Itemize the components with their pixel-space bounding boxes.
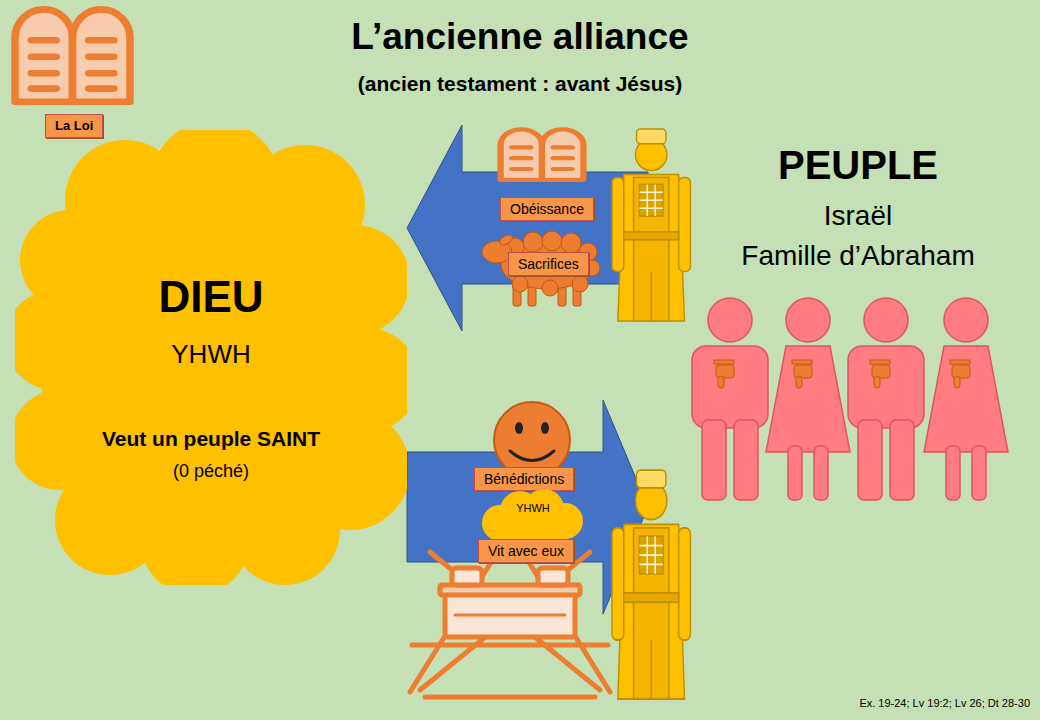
woman-figure (924, 298, 1008, 500)
law-label: La Loi (45, 114, 103, 138)
label-box: Bénédictions (474, 467, 574, 491)
cloud-text: (0 péché) (15, 461, 407, 482)
box-text: Vit avec eux (488, 542, 564, 560)
god-cloud: DIEU YHWH Veut un peuple SAINT (0 péché) (15, 130, 407, 585)
label-box: Vit avec eux (478, 539, 574, 563)
cloud-text: YHWH (15, 340, 407, 370)
box-text: Obéissance (510, 200, 584, 218)
man-figure (692, 298, 768, 500)
label-box: Sacrifices (508, 252, 589, 276)
priest-figure (612, 470, 690, 699)
woman-figure (766, 298, 850, 500)
man-figure (848, 298, 924, 500)
ark-icon (410, 548, 610, 697)
thumbs-down-icons (714, 360, 970, 388)
sheep-icon (482, 231, 600, 306)
block-arrow (407, 125, 648, 331)
people-region: PEUPLE IsraëlFamille d’Abraham (648, 120, 1040, 640)
box-text: Bénédictions (484, 470, 564, 488)
label-box: Obéissance (500, 197, 594, 221)
title: L’ancienne alliance (0, 16, 1040, 58)
cloud-text: DIEU (15, 272, 407, 323)
subtitle: (ancien testament : avant Jésus) (0, 72, 1040, 96)
region-text: Israël (678, 200, 1038, 232)
cloud-text: Veut un peuple SAINT (15, 427, 407, 451)
reference-note: Ex. 19-24; Lv 19:2; Lv 26; Dt 28-30 (859, 697, 1030, 709)
people-figures (692, 298, 1008, 500)
box-text: La Loi (55, 117, 93, 135)
box-text: Sacrifices (518, 255, 579, 273)
cloud-text: YHWH (480, 502, 586, 515)
tablets-icon (15, 9, 130, 101)
priest-figure (612, 129, 690, 321)
region-text: Famille d’Abraham (678, 240, 1038, 272)
region-text: PEUPLE (678, 142, 1038, 188)
tablets-icon (501, 129, 584, 179)
